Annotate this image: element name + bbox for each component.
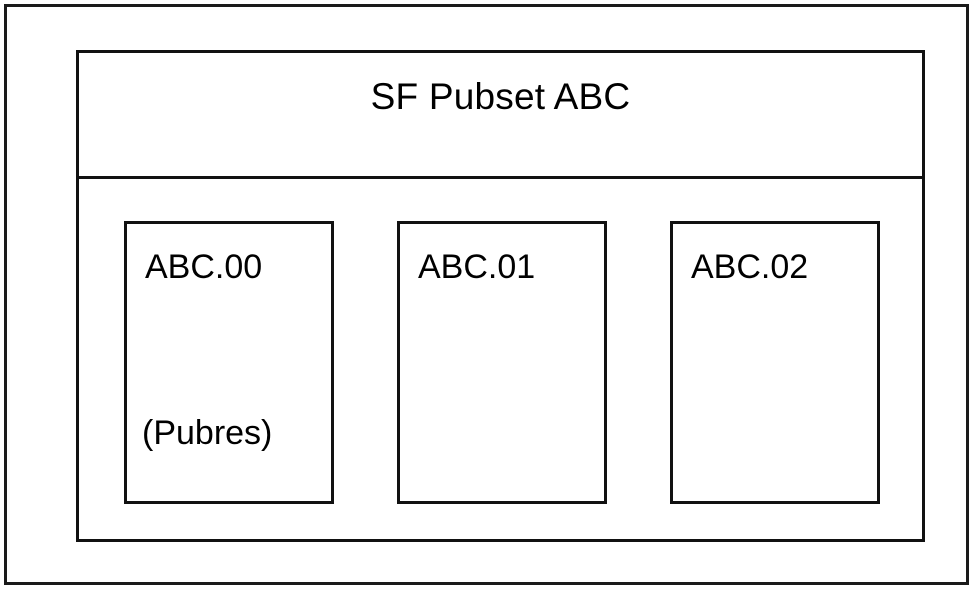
- volume-role: (Pubres): [142, 414, 273, 452]
- volume-name: ABC.01: [418, 248, 536, 286]
- pubset-title: SF Pubset ABC: [370, 76, 631, 117]
- volume-list: ABC.00 (Pubres) ABC.01 ABC.02: [124, 221, 880, 504]
- volume-box: ABC.00 (Pubres): [124, 221, 334, 504]
- pubset-body: ABC.00 (Pubres) ABC.01 ABC.02: [79, 179, 922, 539]
- volume-box: ABC.01: [397, 221, 607, 504]
- pubset-container: SF Pubset ABC ABC.00 (Pubres) ABC.01 ABC…: [76, 50, 925, 542]
- volume-box: ABC.02: [670, 221, 880, 504]
- volume-name: ABC.00: [145, 248, 263, 286]
- pubset-header: SF Pubset ABC: [79, 53, 922, 179]
- volume-name: ABC.02: [691, 248, 809, 286]
- figure-outer-frame: SF Pubset ABC ABC.00 (Pubres) ABC.01 ABC…: [4, 4, 969, 585]
